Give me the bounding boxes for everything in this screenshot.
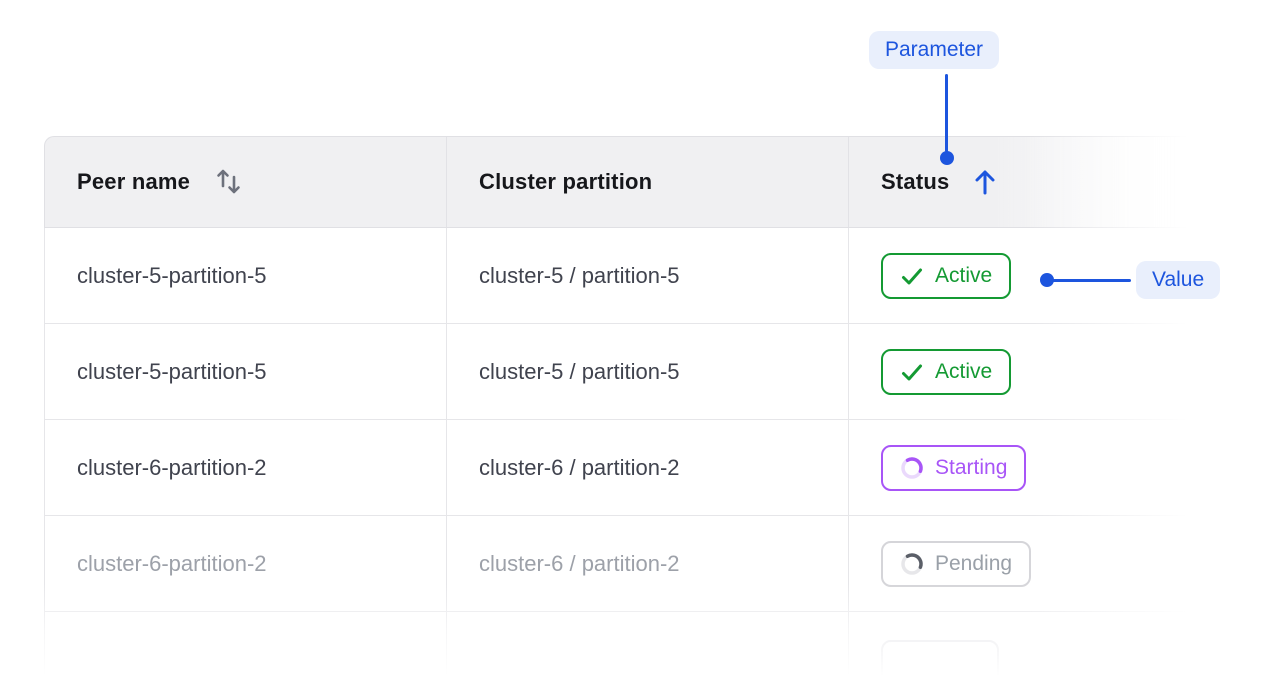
cluster-partition-cell: cluster-5 / partition-5 [446, 228, 848, 323]
status-badge-label: Active [935, 263, 993, 287]
status-cell: Active [848, 324, 1200, 419]
table-row: cluster-5-partition-5 cluster-5 / partit… [44, 228, 1200, 324]
status-badge-active: Active [881, 348, 1012, 395]
column-header-cluster-partition[interactable]: Cluster partition [446, 137, 848, 227]
value-connector-line [1047, 279, 1131, 282]
peer-name-cell: cluster-5-partition-5 [77, 358, 267, 384]
status-badge-label: Starting [935, 455, 1008, 479]
peer-name-cell: cluster-6-partition-2 [77, 454, 267, 480]
sort-ascending-icon[interactable] [973, 168, 997, 196]
column-header-label: Status [881, 169, 950, 194]
check-icon [900, 264, 924, 288]
table-row: cluster-6-partition-2 cluster-6 / partit… [44, 516, 1200, 612]
peer-name-cell [45, 612, 446, 688]
parameter-connector-line [945, 74, 948, 152]
peers-table: Peer name Cluster partition Status [44, 136, 1200, 688]
status-badge-active: Active [881, 252, 1012, 299]
table-row: cluster-5-partition-5 cluster-5 / partit… [44, 324, 1200, 420]
cluster-partition-cell: cluster-5 / partition-5 [446, 324, 848, 419]
peer-name-cell: cluster-6-partition-2 [77, 550, 267, 576]
table-header-row: Peer name Cluster partition Status [44, 136, 1200, 228]
parameter-connector-dot [940, 151, 954, 165]
peer-name-cell: cluster-5-partition-5 [77, 262, 267, 288]
status-cell: Starting [848, 420, 1200, 515]
status-badge-label: Active [935, 359, 993, 383]
status-badge-ghost [881, 640, 999, 686]
status-cell: Pending [848, 516, 1200, 611]
value-annotation-label: Value [1152, 268, 1205, 291]
table-row: cluster-6-partition-2 cluster-6 / partit… [44, 420, 1200, 516]
spinner-icon [900, 552, 924, 576]
status-cell: Active [848, 228, 1200, 323]
cluster-partition-cell [446, 612, 848, 688]
status-badge-label: Pending [935, 551, 1013, 575]
cluster-partition-cell: cluster-6 / partition-2 [446, 420, 848, 515]
status-cell [848, 612, 1200, 688]
table-row-partial [44, 612, 1200, 688]
column-header-peer-name[interactable]: Peer name [45, 137, 446, 227]
sort-icon[interactable] [214, 166, 244, 198]
parameter-annotation-label: Parameter [885, 38, 984, 61]
check-icon [900, 360, 924, 384]
column-header-status[interactable]: Status [848, 137, 1200, 227]
spinner-icon [900, 456, 924, 480]
status-badge-pending: Pending [881, 540, 1032, 587]
cluster-partition-cell: cluster-6 / partition-2 [446, 516, 848, 611]
column-header-label: Peer name [77, 169, 191, 194]
status-badge-starting: Starting [881, 444, 1027, 491]
column-header-label: Cluster partition [479, 169, 653, 194]
value-annotation-chip: Value [1136, 261, 1221, 299]
parameter-annotation-chip: Parameter [869, 31, 1000, 69]
